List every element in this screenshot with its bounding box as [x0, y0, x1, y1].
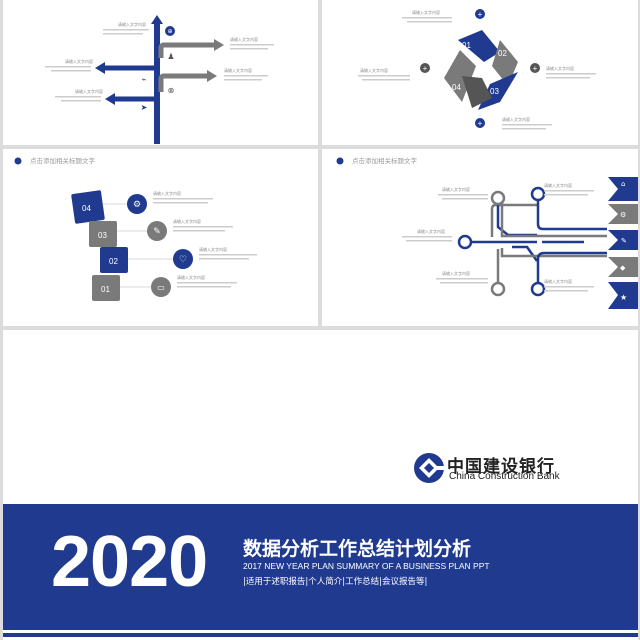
- cover-bottom-line: [3, 633, 638, 637]
- section-title: 点击添加相关标题文字: [30, 156, 96, 165]
- cover-tags: |适用于述职报告|个人简介|工作总结|会议报告等|: [243, 577, 428, 587]
- node: [490, 281, 506, 297]
- bank-name-en: China Construction Bank: [449, 471, 560, 482]
- text-block: 请输入文字内容: [75, 88, 103, 94]
- text-block: 请输入文字内容: [224, 67, 252, 73]
- star-icon: ★: [620, 293, 627, 302]
- gear-icon: [127, 194, 147, 214]
- users-icon: ♟: [167, 52, 174, 61]
- step-box: [89, 221, 117, 247]
- step-number: 04: [452, 83, 461, 92]
- node: [457, 234, 473, 250]
- text-block: 请输入文字内容: [153, 190, 181, 196]
- slide-steps[interactable]: 点击添加相关标题文字 04 03 02 01 ⚙ ✎ ♡ ▭ 请输入文字内容 请…: [3, 149, 318, 326]
- step-box: [100, 247, 128, 273]
- text-block: 请输入文字内容: [417, 228, 445, 234]
- text-block: 请输入文字内容: [442, 186, 470, 192]
- text-block: 请输入文字内容: [118, 21, 146, 27]
- bank-name-zh: 中国建设银行: [447, 457, 555, 477]
- slide-cover[interactable]: 中国建设银行 China Construction Bank 2020 数据分析…: [3, 330, 638, 640]
- svg-text:⚙: ⚙: [133, 200, 141, 210]
- step-number: 03: [490, 87, 499, 96]
- step-number: 01: [462, 41, 471, 50]
- plane-icon: ➤: [141, 103, 148, 112]
- gear-icon: ⚙: [620, 211, 626, 219]
- node: [490, 190, 506, 206]
- monitor-icon: [151, 277, 171, 297]
- cycle-diagram: [444, 30, 518, 110]
- bank-logo-icon: [414, 453, 445, 483]
- text-block: 请输入文字内容: [442, 270, 470, 276]
- node: [530, 186, 546, 202]
- slide-arrows[interactable]: ⊕ ♟ ⌁ ⊗ ➤ 请输入文字内容 请输入文字内容 请输入文字内容 请输入文字内…: [3, 0, 318, 145]
- text-block: 请输入文字内容: [230, 36, 258, 42]
- globe-icon: [165, 26, 175, 36]
- text-block: 请输入文字内容: [177, 274, 205, 280]
- text-block: 请输入文字内容: [412, 9, 440, 15]
- cover-subtitle: 2017 NEW YEAR PLAN SUMMARY OF A BUSINESS…: [243, 561, 490, 571]
- text-block: 请输入文字内容: [502, 116, 530, 122]
- svg-text:+: +: [533, 64, 538, 73]
- text-block: 请输入文字内容: [360, 67, 388, 73]
- node: [530, 281, 546, 297]
- text-block: 请输入文字内容: [173, 218, 201, 224]
- section-title: 点击添加相关标题文字: [352, 156, 418, 165]
- step-number: 01: [101, 285, 110, 294]
- cover-title: 数据分析工作总结计划分析: [243, 538, 472, 560]
- tag-icon: ◆: [620, 264, 626, 272]
- slide-circuit[interactable]: 点击添加相关标题文字 ⌂ ⚙ ✎ ◆ ★: [322, 149, 638, 326]
- slide-cycle[interactable]: 01 02 03 04 + + + + 请输入文字内容 请输入文字内容 请输入文…: [322, 0, 638, 145]
- svg-text:+: +: [478, 10, 483, 19]
- heart-icon: [173, 249, 193, 269]
- text-block: 请输入文字内容: [546, 65, 574, 71]
- pencil-icon: ✎: [621, 237, 627, 245]
- chart-icon: ⌁: [142, 75, 147, 84]
- arrow-diagram: [95, 15, 224, 144]
- step-number: 02: [109, 257, 118, 266]
- svg-text:⊕: ⊕: [167, 28, 172, 35]
- cover-year: 2020: [51, 522, 208, 602]
- svg-text:▭: ▭: [157, 283, 165, 292]
- cover-banner: 2020 数据分析工作总结计划分析 2017 NEW YEAR PLAN SUM…: [3, 504, 638, 630]
- text-block: 请输入文字内容: [199, 246, 227, 252]
- step-box: [92, 275, 120, 301]
- bullet-icon: [336, 157, 344, 165]
- compass-icon: ⊗: [168, 86, 175, 95]
- home-icon: ⌂: [621, 180, 625, 188]
- step-number: 04: [82, 204, 91, 213]
- plus-icon: + + + +: [420, 9, 540, 128]
- step-number: 03: [98, 231, 107, 240]
- circuit-lines: [472, 194, 607, 289]
- text-block: 请输入文字内容: [544, 182, 572, 188]
- svg-text:+: +: [423, 64, 428, 73]
- step-box: [71, 190, 105, 224]
- text-block: 请输入文字内容: [65, 58, 93, 64]
- svg-text:♡: ♡: [179, 255, 187, 265]
- step-number: 02: [498, 49, 507, 58]
- svg-text:✎: ✎: [153, 227, 161, 237]
- pencil-icon: [147, 221, 167, 241]
- text-block: 请输入文字内容: [544, 278, 572, 284]
- bullet-icon: [14, 157, 22, 165]
- side-tabs: [608, 177, 638, 309]
- svg-text:+: +: [478, 119, 483, 128]
